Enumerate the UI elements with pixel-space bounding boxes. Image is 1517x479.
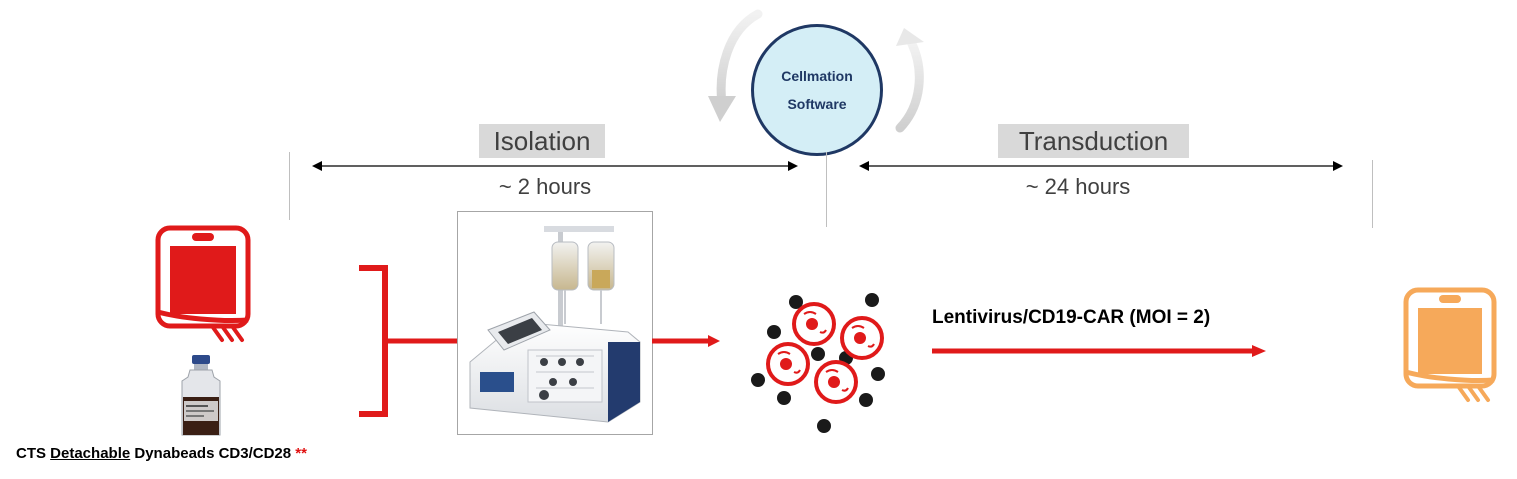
isolation-duration: ~ 2 hours: [498, 174, 592, 199]
reagent-suffix: Dynabeads CD3/CD28: [130, 445, 296, 462]
merge-bracket: [359, 265, 465, 417]
stage-label-transduction: Transduction: [998, 124, 1189, 158]
software-line-1: Cellmation: [781, 68, 853, 84]
separator-left: [289, 152, 290, 220]
separator-right: [1372, 160, 1373, 228]
transduction-reagent-label: Lentivirus/CD19-CAR (MOI = 2): [932, 307, 1211, 328]
processing-instrument-icon: [457, 211, 653, 435]
transduction-arrow: [932, 345, 1266, 357]
cellmation-software-badge: Cellmation Software: [751, 24, 883, 156]
blood-bag-icon: [155, 225, 251, 342]
reagent-underlined: Detachable: [50, 445, 131, 462]
transduction-span-arrow: [859, 161, 1343, 171]
stage-label-isolation: Isolation: [479, 124, 605, 158]
cycle-arrows-icon: [708, 9, 924, 133]
cell-cluster-icon: [751, 293, 885, 433]
bead-vial-icon: [181, 355, 221, 436]
reagent-footnote-mark: **: [295, 445, 307, 462]
transduction-duration: ~ 24 hours: [1025, 174, 1131, 199]
device-output-arrow: [652, 335, 720, 347]
reagent-caption: CTS Detachable Dynabeads CD3/CD28 **: [16, 445, 307, 462]
separator-middle: [826, 152, 827, 227]
isolation-span-arrow: [312, 161, 798, 171]
reagent-prefix: CTS: [16, 445, 51, 462]
product-bag-icon: [1403, 287, 1497, 402]
software-line-2: Software: [787, 96, 847, 112]
